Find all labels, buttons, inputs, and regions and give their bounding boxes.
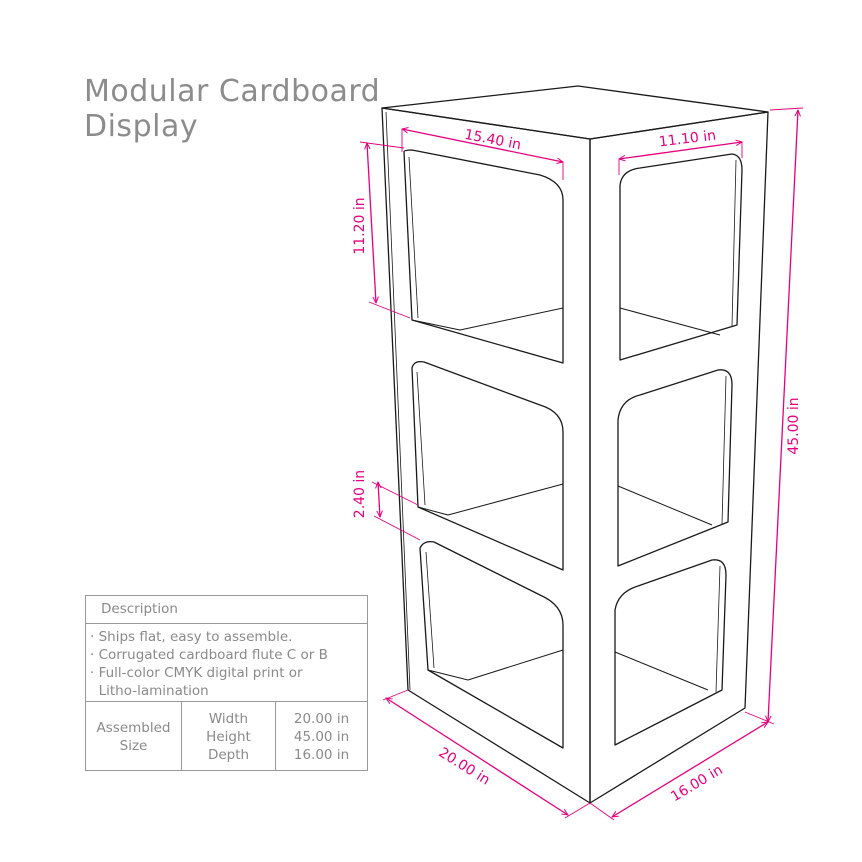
label-front-width: 15.40 in bbox=[463, 127, 522, 154]
side-openings bbox=[614, 153, 743, 746]
dim-shelf-gap-line bbox=[378, 482, 380, 517]
label-side-width: 11.10 in bbox=[658, 128, 717, 151]
label-shelf-gap: 2.40 in bbox=[352, 470, 368, 518]
spec-name-height: Height bbox=[206, 728, 251, 745]
title-line-2: Display bbox=[84, 109, 199, 144]
label-total-height: 45.00 in bbox=[786, 397, 802, 454]
spec-value-width: 20.00 in bbox=[293, 710, 350, 727]
assembled-label-line-1: Assembled bbox=[96, 719, 171, 736]
spec-value-depth: 16.00 in bbox=[293, 746, 350, 763]
front-opening-bottom bbox=[419, 540, 564, 749]
assembled-size-label: Assembled Size bbox=[86, 702, 182, 771]
front-openings bbox=[403, 149, 564, 749]
bullet-item: · Full-color CMYK digital print or bbox=[90, 665, 303, 681]
bullet-item: · Ships flat, easy to assemble. bbox=[90, 629, 293, 645]
bullet-item: Litho-lamination bbox=[90, 683, 209, 699]
dim-opening-height-line bbox=[367, 143, 376, 303]
side-opening-bottom bbox=[614, 559, 727, 746]
dim-base-width-line bbox=[386, 698, 568, 815]
assembled-size-row: Assembled Size Width Height Depth 20.00 … bbox=[86, 702, 367, 771]
spec-values: 20.00 in 45.00 in 16.00 in bbox=[276, 702, 367, 771]
side-opening-mid bbox=[617, 369, 733, 567]
display-structure bbox=[381, 85, 769, 804]
spec-name-width: Width bbox=[208, 710, 249, 727]
dimension-lines bbox=[359, 107, 804, 821]
assembled-label-line-2: Size bbox=[119, 737, 148, 754]
title-line-1: Modular Cardboard bbox=[84, 74, 381, 109]
side-face bbox=[589, 111, 769, 804]
label-opening-height: 11.20 in bbox=[352, 197, 368, 254]
spec-names: Width Height Depth bbox=[182, 702, 276, 771]
page-title: Modular Cardboard Display bbox=[84, 74, 380, 144]
description-bullets: · Ships flat, easy to assemble. · Corrug… bbox=[86, 624, 367, 702]
description-header: Description bbox=[86, 596, 367, 624]
dim-side-width-line bbox=[619, 142, 742, 159]
dim-total-height-line bbox=[768, 110, 798, 722]
front-opening-mid bbox=[411, 360, 564, 571]
dim-base-depth-line bbox=[612, 722, 768, 817]
side-opening-top bbox=[619, 153, 743, 361]
spec-name-depth: Depth bbox=[207, 746, 250, 763]
dim-front-width-line bbox=[402, 129, 563, 162]
label-base-width: 20.00 in bbox=[436, 745, 493, 789]
description-table: Description · Ships flat, easy to assemb… bbox=[85, 595, 368, 771]
label-base-depth: 16.00 in bbox=[668, 762, 725, 805]
spec-value-height: 45.00 in bbox=[293, 728, 350, 745]
bullet-item: · Corrugated cardboard flute C or B bbox=[90, 647, 328, 663]
front-opening-top bbox=[403, 149, 564, 364]
